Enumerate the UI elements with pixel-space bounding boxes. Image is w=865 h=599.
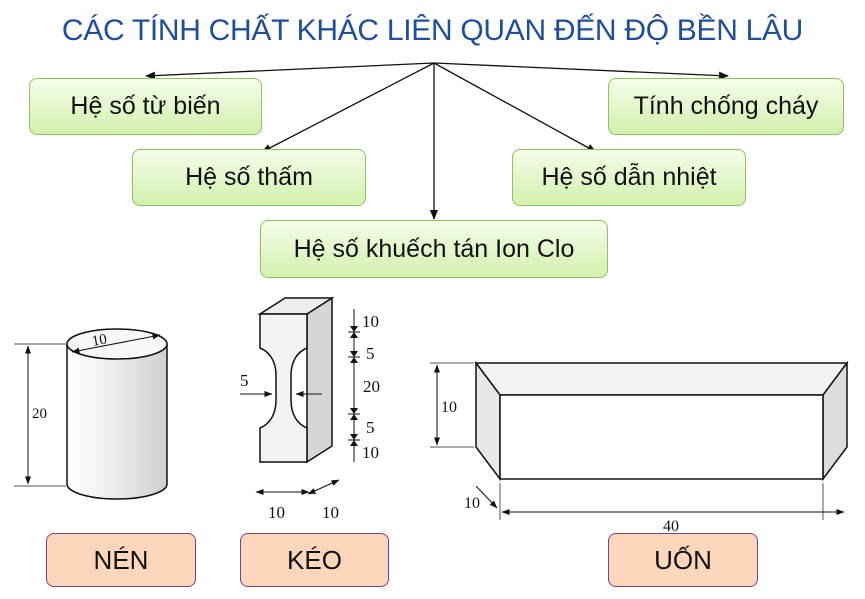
arrow-to-thermal	[433, 62, 597, 153]
tension-test-label: KÉO	[240, 533, 389, 587]
connector-arrows	[145, 62, 729, 220]
tension-bottom-depth: 10	[322, 503, 339, 522]
flexure-test-label: UỐN	[608, 533, 758, 587]
tension-bottom-width: 10	[268, 503, 285, 522]
property-thermal-conductivity-label: Hệ số dẫn nhiệt	[541, 163, 717, 191]
prism-length-label: 40	[663, 518, 679, 535]
property-chloride-diffusion-label: Hệ số khuếch tán Ion Clo	[293, 234, 575, 263]
arrow-to-creep	[145, 62, 435, 80]
prism-depth-label: 10	[464, 495, 480, 512]
tension-test-text: KÉO	[287, 544, 342, 575]
arrow-to-permeability	[261, 62, 435, 153]
property-creep: Hệ số từ biến	[29, 78, 262, 135]
flexure-test-text: UỐN	[654, 544, 712, 575]
compression-test-label: NÉN	[46, 533, 196, 587]
tension-dim-lower-neck: 5	[366, 418, 375, 437]
tension-dim-top: 10	[362, 312, 379, 331]
prism-specimen: 10 40 10	[430, 360, 849, 535]
tension-dim-middle: 20	[363, 377, 380, 396]
property-fire-resistance-label: Tính chống cháy	[633, 92, 819, 120]
arrow-to-fire	[433, 62, 729, 80]
tension-dim-upper-neck: 5	[366, 344, 375, 363]
prism-height-label: 10	[441, 399, 457, 416]
property-permeability: Hệ số thấm	[132, 149, 366, 206]
property-permeability-label: Hệ số thấm	[185, 163, 313, 191]
property-creep-label: Hệ số từ biến	[70, 92, 221, 120]
property-chloride-diffusion: Hệ số khuếch tán Ion Clo	[260, 220, 608, 278]
cylinder-specimen: 10 20	[14, 328, 168, 500]
tension-specimen: 5 10 5 20 5 10 10 10	[240, 296, 380, 522]
diagram-title: CÁC TÍNH CHẤT KHÁC LIÊN QUAN ĐẾN ĐỘ BỀN …	[61, 14, 804, 47]
property-thermal-conductivity: Hệ số dẫn nhiệt	[512, 149, 746, 206]
property-fire-resistance: Tính chống cháy	[608, 78, 844, 135]
cylinder-height-label: 20	[32, 406, 47, 422]
tension-dim-bottom: 10	[362, 443, 379, 462]
neck-width-label: 5	[240, 371, 249, 390]
compression-test-text: NÉN	[93, 544, 149, 575]
cylinder-diameter-label: 10	[91, 332, 109, 350]
